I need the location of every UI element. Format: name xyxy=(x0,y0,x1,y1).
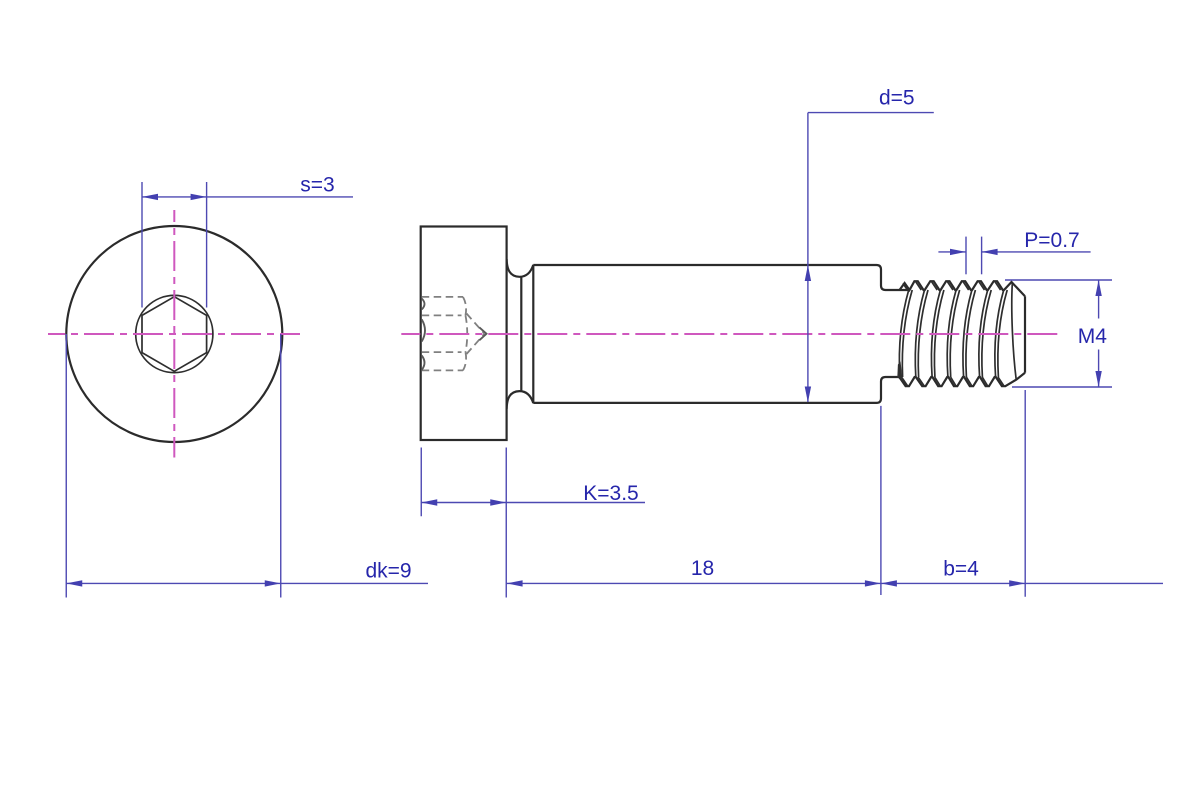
svg-text:K=3.5: K=3.5 xyxy=(583,482,638,505)
svg-text:M4: M4 xyxy=(1078,325,1107,348)
svg-text:d=5: d=5 xyxy=(879,87,915,110)
svg-text:P=0.7: P=0.7 xyxy=(1024,229,1079,252)
svg-text:dk=9: dk=9 xyxy=(365,559,411,582)
svg-text:s=3: s=3 xyxy=(300,174,334,197)
svg-text:18: 18 xyxy=(691,557,714,580)
svg-text:b=4: b=4 xyxy=(943,557,979,580)
